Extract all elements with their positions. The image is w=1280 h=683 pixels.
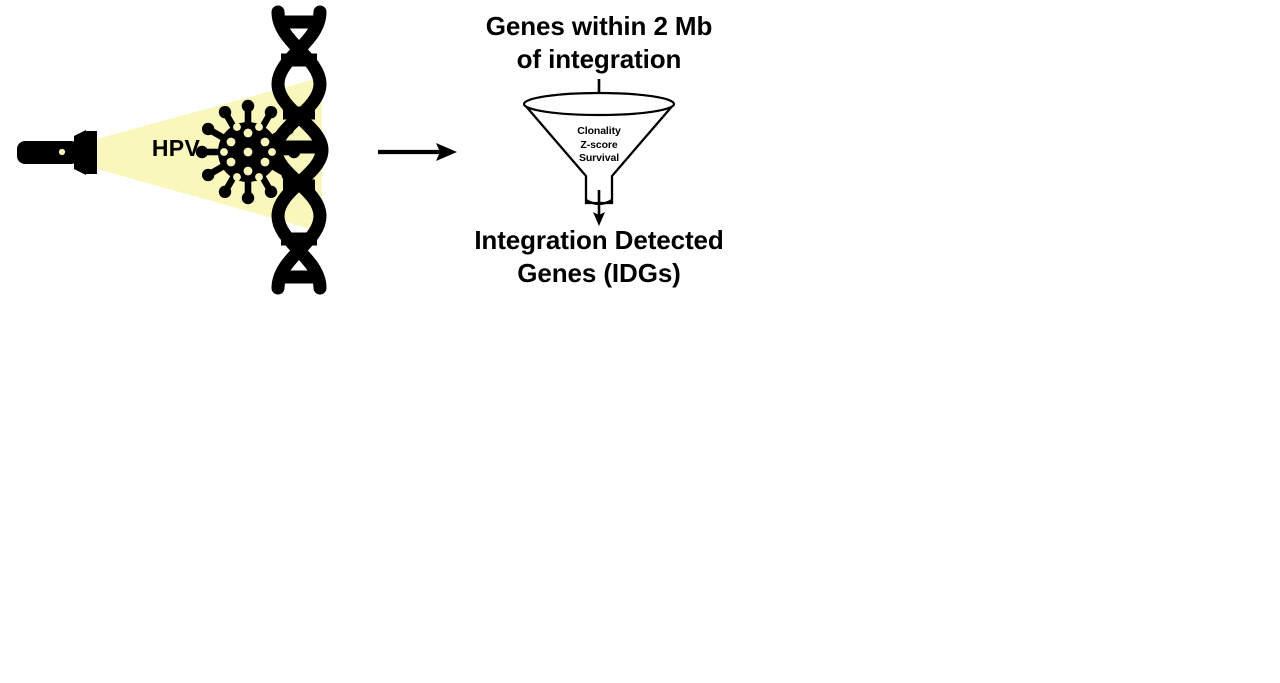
funnel-criterion-clonality: Clonality — [577, 125, 621, 137]
right-arrow-icon — [378, 143, 457, 161]
funnel-criterion-survival: Survival — [578, 152, 620, 164]
funnel-icon — [522, 79, 676, 226]
flashlight-icon — [17, 130, 97, 175]
hpv-label: HPV — [151, 135, 201, 161]
funnel-outbound-arrow-icon — [593, 190, 605, 226]
funnel-criterion-zscore: Z-score — [580, 138, 618, 151]
heading-genes-within-2mb: Genes within 2 Mb of integration — [485, 11, 713, 75]
heading-integration-detected-genes: Integration Detected Genes (IDGs) — [474, 225, 724, 289]
virus-particle-icon — [195, 99, 301, 205]
